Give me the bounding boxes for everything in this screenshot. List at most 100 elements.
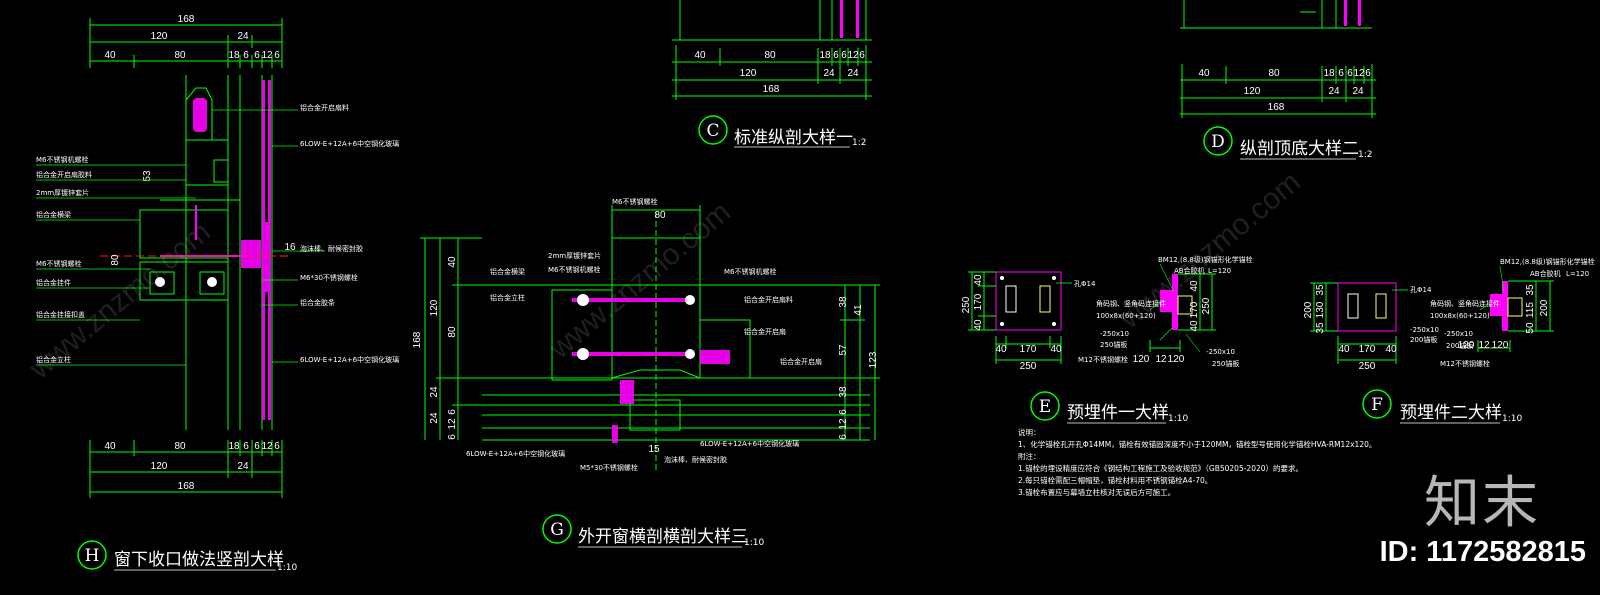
dim-h-6a: 6 <box>243 50 249 61</box>
h-note-left-4: 铝合金横梁 <box>36 210 71 219</box>
detail-g-scale: 1:10 <box>744 538 764 548</box>
explanation-heading: 说明： <box>1018 427 1041 437</box>
h-bdim-168: 168 <box>178 481 195 492</box>
f-hdim-40b: 40 <box>1385 344 1397 355</box>
f-side-50: 50 <box>1525 322 1536 334</box>
detail-g-title: 外开窗横剖横剖大样三 <box>578 527 748 547</box>
d-dim-80: 80 <box>1268 68 1280 79</box>
g-rvdim-6a: 6 <box>838 409 849 415</box>
c-dim-168: 168 <box>763 84 780 95</box>
detail-f: 200 35 130 35 40 170 40 250 孔Φ14 35 115 … <box>1303 257 1595 424</box>
h-bdim-120: 120 <box>151 461 168 472</box>
g-top-label: M6不锈钢螺栓 <box>612 197 658 206</box>
detail-g-letter: G <box>550 520 564 540</box>
d-dim-168: 168 <box>1268 102 1285 113</box>
h-note-left-2: 铝合金开启扇胶料 <box>36 170 92 179</box>
c-dim-18: 18 <box>819 50 831 61</box>
explanation-notes: 说明： 1、化学锚栓孔开孔Φ14MM，锚栓有效锚固深度不小于120MM，锚栓型号… <box>1018 427 1376 497</box>
e-hdim-170: 170 <box>1020 344 1037 355</box>
c-dim-40: 40 <box>694 50 706 61</box>
g-top-dim: 80 <box>654 210 666 221</box>
e-label-3: L=120 <box>1208 267 1231 275</box>
e-vdim-40a: 40 <box>973 274 984 286</box>
f-label-2: AB合胶机 <box>1530 269 1561 278</box>
detail-f-scale: 1:10 <box>1502 414 1522 424</box>
explanation-line-1: 1、化学锚栓孔开孔Φ14MM，锚栓有效锚固深度不小于120MM，锚栓型号使用化学… <box>1018 439 1376 449</box>
c-dim-24b: 24 <box>847 68 859 79</box>
d-dim-120: 120 <box>1244 86 1261 97</box>
f-hdim-40a: 40 <box>1338 344 1350 355</box>
vdim-h-80: 80 <box>110 254 121 266</box>
h-bdim-18: 18 <box>228 441 240 452</box>
h-note-left-1: M6不锈钢机螺栓 <box>36 155 89 164</box>
d-dim-6b: 6 <box>1347 68 1353 79</box>
f-label-5: 100x8x(60+120) <box>1430 312 1490 320</box>
h-note-left-3: 2mm厚镀锌套片 <box>36 188 89 197</box>
g-note-4: M6不锈钢机螺栓 <box>548 265 601 274</box>
e-label-4: 角码钢、竖角码连接件 <box>1096 299 1166 308</box>
e-label-8: M12不锈钢螺栓 <box>1078 355 1128 364</box>
dim-h-6b: 6 <box>254 50 260 61</box>
f-label-9: -250x10 <box>1444 330 1473 338</box>
vdim-h-53: 53 <box>142 170 153 182</box>
dim-h-12: 12 <box>261 50 273 61</box>
e-vdim-40b: 40 <box>973 319 984 331</box>
watermark-logo: 知末 <box>1424 471 1540 536</box>
dim-h-18: 18 <box>228 50 240 61</box>
detail-d-letter: D <box>1211 132 1225 152</box>
g-vdim-80: 80 <box>447 326 458 338</box>
detail-f-circle <box>1362 389 1392 419</box>
c-dim-24a: 24 <box>823 68 835 79</box>
g-vdim-6a: 6 <box>447 409 458 415</box>
g-rvdim-38b: 38 <box>838 386 849 398</box>
g-vdim-168: 168 <box>412 331 423 348</box>
f-hdim-170: 170 <box>1359 344 1376 355</box>
e-side-40a: 40 <box>1189 280 1200 292</box>
dim-h-168: 168 <box>178 14 195 25</box>
g-vdim-12: 12 <box>447 418 458 430</box>
f-small-120a: 120 <box>1458 340 1475 351</box>
g-note-11: M5*30不锈钢螺栓 <box>580 463 638 472</box>
d-dim-24a: 24 <box>1328 86 1340 97</box>
g-note-6: 铝合金开启扇料 <box>744 295 793 304</box>
detail-h-circle <box>77 540 107 570</box>
dim-h-80: 80 <box>174 50 186 61</box>
g-rvdim-12: 12 <box>838 418 849 430</box>
e-hole-label: 孔Φ14 <box>1074 280 1096 288</box>
detail-e: 250 40 170 40 40 170 40 250 孔Φ14 40 170 … <box>961 255 1253 424</box>
g-note-8: 铝合金开启扇 <box>780 357 822 366</box>
detail-g: M6不锈钢螺栓 80 <box>412 197 880 548</box>
detail-d-circle <box>1203 126 1233 156</box>
g-note-10: 6LOW-E+12A+6中空钢化玻璃 <box>700 439 799 448</box>
d-dim-12: 12 <box>1353 68 1365 79</box>
vdim-h-16: 16 <box>284 242 296 253</box>
c-dim-6a: 6 <box>833 50 839 61</box>
f-label-7: 200锚板 <box>1410 335 1437 344</box>
detail-h: 168 120 24 40 80 18 6 6 12 6 <box>36 14 399 573</box>
f-label-8: M12不锈钢螺栓 <box>1440 359 1490 368</box>
e-label-10: 250锚板 <box>1212 359 1239 368</box>
h-bdim-6b: 6 <box>254 441 260 452</box>
h-note-right-1: 铝合金开启扇料 <box>300 103 349 112</box>
e-side-250: 250 <box>1201 297 1212 314</box>
e-hdim-250: 250 <box>1020 361 1037 372</box>
g-rvdim-38a: 38 <box>838 296 849 308</box>
d-dim-6c: 6 <box>1365 68 1371 79</box>
h-bdim-40: 40 <box>104 441 116 452</box>
detail-e-title: 预埋件一大样 <box>1067 403 1169 423</box>
detail-f-letter: F <box>1371 395 1383 415</box>
detail-h-title: 窗下收口做法竖剖大样 <box>114 550 284 570</box>
detail-e-letter: E <box>1039 397 1051 417</box>
explanation-line-3: 1.锚栓的埋设精度应符合《钢结构工程施工及验收规范》（GB50205-2020）… <box>1018 463 1303 473</box>
f-vdim-130: 130 <box>1315 301 1326 318</box>
d-dim-40: 40 <box>1198 68 1210 79</box>
explanation-line-5: 3.锚栓布置应与幕墙立柱核对无误后方可施工。 <box>1018 487 1175 497</box>
h-bdim-80: 80 <box>174 441 186 452</box>
h-note-left-6: 铝合金挂件 <box>36 278 71 287</box>
detail-f-title: 预埋件二大样 <box>1400 403 1502 423</box>
detail-c-letter: C <box>706 121 719 141</box>
detail-c: 40 80 18 6 6 12 6 120 24 24 168 C 标准纵剖大样… <box>672 0 872 148</box>
e-small-120a: 120 <box>1133 354 1150 365</box>
h-bdim-12: 12 <box>261 441 273 452</box>
explanation-line-2: 附注： <box>1018 451 1041 461</box>
